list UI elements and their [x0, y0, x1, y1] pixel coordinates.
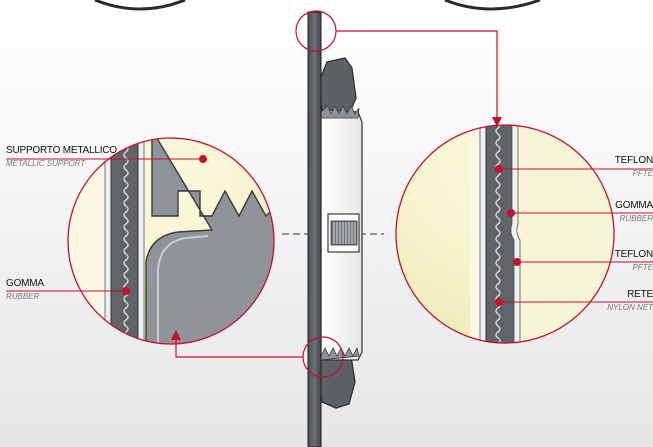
- right-magnifier-outline: [395, 124, 615, 344]
- label-main: TEFLON: [614, 249, 653, 260]
- dot-teflon-1: [494, 164, 504, 174]
- label-teflon-2: TEFLON PFTE: [615, 250, 653, 272]
- connector-left: [175, 340, 303, 358]
- dark-shaft: [307, 11, 322, 447]
- label-rubber-left: GOMMA RUBBER: [6, 279, 44, 301]
- top-arc-left: [94, 0, 186, 11]
- connector-right: [336, 30, 498, 117]
- left-magnifier: [68, 138, 274, 344]
- label-sub: PFTE: [632, 263, 653, 272]
- dot-teflon-2: [512, 257, 522, 267]
- label-sub: METALLIC SUPPORT: [6, 159, 86, 168]
- label-main: SUPPORTO METALLICO: [6, 145, 117, 156]
- bottom-teeth: [320, 346, 360, 361]
- dot-metallic: [198, 154, 208, 164]
- label-sub: PFTE: [632, 169, 653, 178]
- top-arc-right: [444, 0, 541, 11]
- label-sub: RUBBER: [6, 292, 40, 301]
- left-magnifier-outline: [67, 137, 275, 345]
- metal-highlight: [157, 235, 209, 344]
- teflon-inner-right: [510, 125, 521, 343]
- arrow-right: [492, 117, 502, 127]
- label-rubber-right: GOMMA RUBBER: [615, 201, 653, 223]
- arrow-left: [171, 330, 181, 340]
- label-main: RETE: [627, 289, 653, 300]
- gasket-assembly: [307, 11, 363, 447]
- dot-net: [494, 297, 504, 307]
- dot-rubber-right: [506, 208, 516, 218]
- thread-insert: [330, 220, 358, 246]
- label-sub: RUBBER: [619, 214, 653, 223]
- label-sub: NYLON NET: [607, 303, 653, 312]
- dot-rubber-left: [121, 286, 131, 296]
- label-main: GOMMA: [615, 200, 653, 211]
- nylon-net: [123, 138, 129, 344]
- label-main: TEFLON: [614, 155, 653, 166]
- label-teflon-1: TEFLON PFTE: [615, 156, 653, 178]
- metal-support-shape: [145, 138, 274, 344]
- teflon-strip-inner: [137, 138, 145, 344]
- label-nylon-net: RETE NYLON NET: [607, 290, 653, 312]
- label-main: GOMMA: [6, 278, 44, 289]
- label-metallic-support: SUPPORTO METALLICO METALLIC SUPPORT: [6, 146, 117, 168]
- top-teeth: [320, 105, 360, 119]
